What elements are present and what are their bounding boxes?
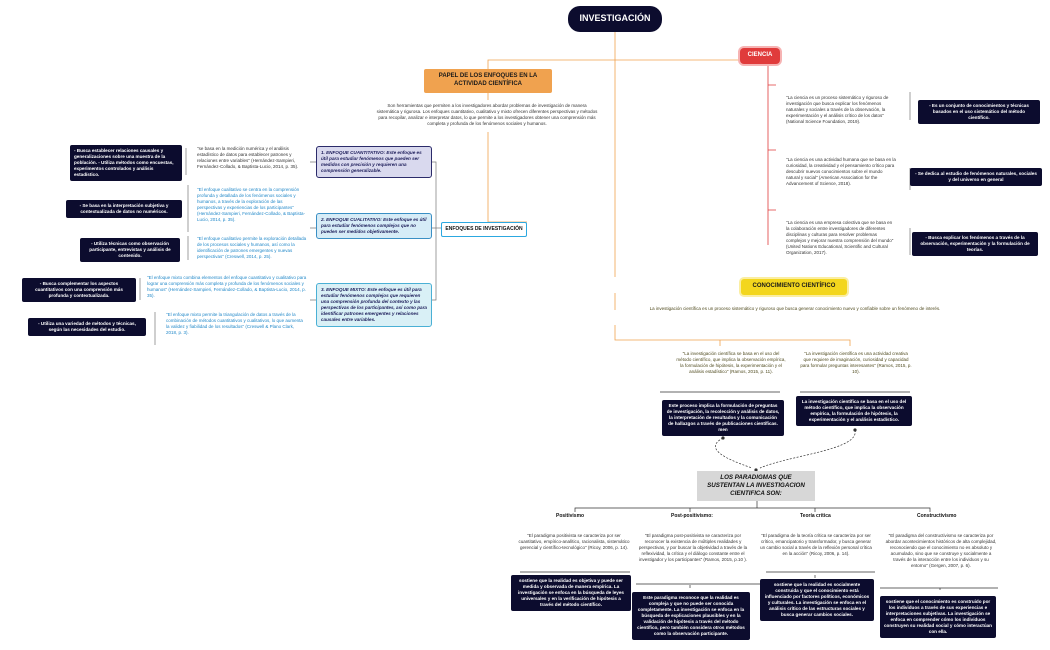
paradigma-constructivismo-title: Constructivismo [917, 513, 957, 519]
ciencia-summary-3: - Busca explicar los fenómenos a través … [912, 232, 1038, 256]
cualitativo-summary-1: - Se basa en la interpretación subjetiva… [66, 200, 182, 218]
paradigmas-node: LOS PARADIGMAS QUE SUSTENTAN LA INVESTIG… [697, 471, 815, 502]
conocimiento-summary-2: La investigación científica se basa en e… [796, 396, 912, 426]
mixto-summary-2: - Utiliza una variedad de métodos y técn… [28, 318, 146, 336]
main-title: INVESTIGACIÓN [568, 6, 662, 32]
cualitativo-quote-1: "El enfoque cualitativo se centra en la … [197, 187, 306, 222]
ciencia-definition-3: "La ciencia es una empresa colectiva que… [786, 220, 894, 255]
paradigma-constructivismo-quote: "El paradigma del constructivismo se car… [885, 533, 997, 568]
paradigma-positivismo-title: Positivismo [556, 513, 585, 519]
conocimiento-description: La investigación científica es un proces… [649, 306, 941, 311]
mixto-quote-1: "El enfoque mixto combina elementos del … [147, 275, 307, 298]
conocimiento-quote-1: "La investigación científica se basa en … [676, 351, 786, 374]
mixto-summary-1: - Busca complementar los aspectos cuanti… [22, 278, 136, 302]
enfoque-cuantitativo: 1. ENFOQUE CUANTITATIVO: Este enfoque es… [316, 146, 432, 178]
paradigma-teoria-critica-summary: sostiene que la realidad es socialmente … [760, 579, 874, 621]
mixto-quote-2: "El enfoque mixto permite la triangulaci… [166, 312, 303, 335]
paradigma-postpositivismo-title: Post-positivismo: [671, 513, 713, 519]
paradigma-postpositivismo-quote: "El paradigma post-positivista se caract… [638, 533, 748, 562]
ciencia-definition-2: "La ciencia es una actividad humana que … [786, 157, 896, 186]
conocimiento-quote-2: "La investigación científica es una acti… [800, 351, 912, 374]
paradigma-positivismo-quote: "El paradigma positivista se caracteriza… [518, 533, 630, 550]
conocimiento-summary-1: Este proceso implica la formulación de p… [662, 400, 784, 436]
cualitativo-summary-2: - Utiliza técnicas como observación part… [80, 238, 180, 262]
cuantitativo-quote: "se basa en la medición numérica y el an… [197, 146, 299, 169]
conocimiento-node: CONOCIMIENTO CIENTÍFICO [741, 279, 847, 295]
paradigma-constructivismo-summary: sostiene que el conocimiento es construi… [880, 596, 996, 638]
paradigma-teoria-critica-quote: "El paradigma de la teoría crítica se ca… [760, 533, 872, 556]
enfoque-cualitativo: 2. ENFOQUE CUALITATIVO: Este enfoque es … [316, 213, 432, 239]
ciencia-summary-1: - Es un conjunto de conocimientos y técn… [918, 100, 1040, 124]
paradigma-positivismo-summary: sostiene que la realidad es objetiva y p… [511, 575, 631, 611]
papel-enfoques-node: PAPEL DE LOS ENFOQUES EN LA ACTIVIDAD CI… [424, 69, 552, 93]
enfoques-center-node: ENFOQUES DE INVESTIGACIÓN [441, 222, 527, 237]
cualitativo-quote-2: "El enfoque cualitativo permite la explo… [197, 236, 307, 259]
paradigma-teoria-critica-title: Teoría crítica [800, 513, 831, 519]
papel-description: Son herramientas que permiten a los inve… [376, 103, 598, 126]
ciencia-summary-2: - Se dedica al estudio de fenómenos natu… [910, 168, 1042, 186]
enfoque-mixto: 3. ENFOQUE MIXTO: Este enfoque es útil p… [316, 283, 432, 327]
cuantitativo-summary: - Busca establecer relaciones causales y… [70, 145, 182, 181]
paradigma-postpositivismo-summary: Este paradigma reconoce que la realidad … [632, 592, 750, 640]
ciencia-definition-1: "La ciencia es un proceso sistemático y … [786, 95, 889, 124]
ciencia-node: CIENCIA [740, 48, 780, 64]
